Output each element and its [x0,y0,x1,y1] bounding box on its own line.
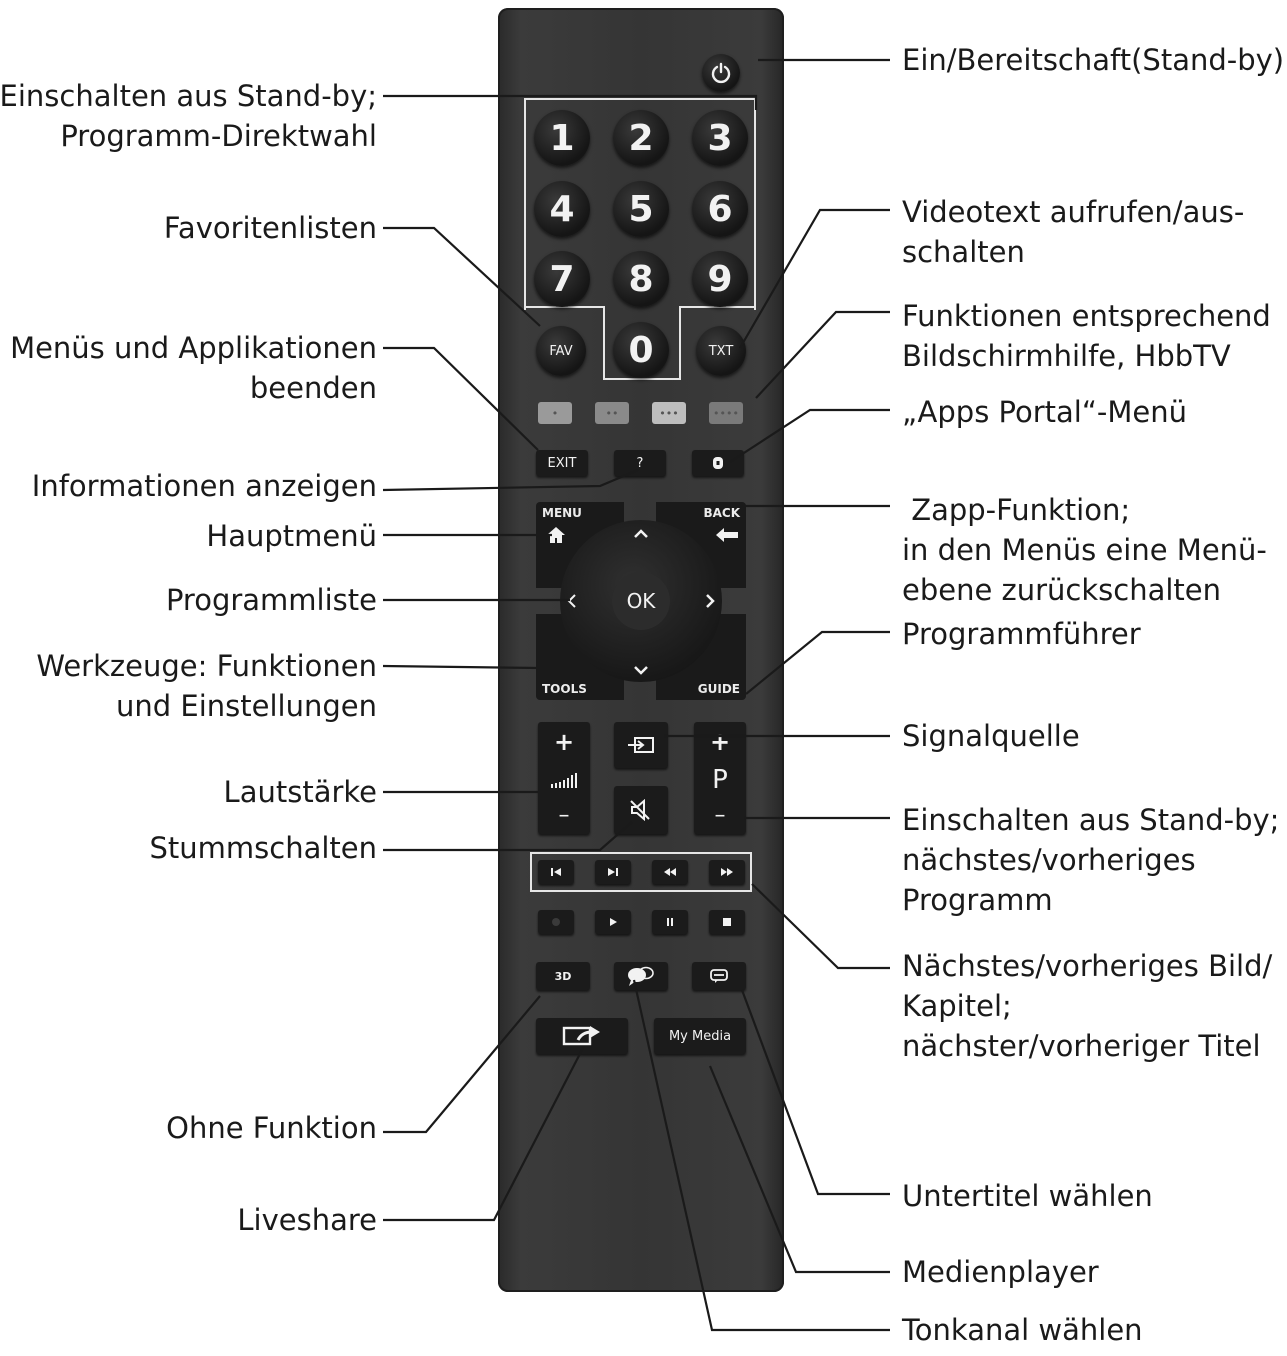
skip-previous-button[interactable] [538,860,574,884]
share-arrow-icon [562,1026,600,1046]
fast-forward-icon [721,868,733,876]
power-icon [711,62,731,84]
down-arrow-button[interactable] [628,658,654,682]
label-exit-menus: Menüs und Applikationen beenden [10,331,377,405]
label-program-list: Programmliste [165,583,377,617]
chevron-right-icon [706,594,715,608]
label-info: Informationen anzeigen [31,469,377,503]
mute-button[interactable] [614,786,668,834]
label-liveshare: Liveshare [237,1203,377,1237]
source-icon [628,737,654,753]
label-standby-direct: Einschalten aus Stand-by; Programm-Direk… [0,79,377,153]
left-arrow-button[interactable] [562,588,582,614]
ok-button[interactable]: OK [612,572,670,630]
skip-next-icon [608,868,618,876]
label-subtitle: Untertitel wählen [902,1179,1153,1213]
chevron-left-icon [567,594,576,608]
digit-1-button[interactable]: 1 [534,110,590,166]
label-audio-channel: Tonkanal wählen [902,1313,1143,1347]
rewind-icon [664,868,676,876]
fast-forward-button[interactable] [709,860,745,884]
digit-3-button[interactable]: 3 [692,110,748,166]
label-guide: Programmführer [902,617,1141,651]
digit-8-button[interactable]: 8 [613,251,669,307]
channel-rocker[interactable]: + P – [694,722,746,834]
digit-4-button[interactable]: 4 [534,181,590,237]
subtitle-button[interactable] [692,962,746,990]
stop-button[interactable] [709,910,745,934]
record-icon [552,918,560,926]
exit-button[interactable]: EXIT [536,450,588,476]
label-no-function: Ohne Funktion [166,1111,377,1145]
digit-7-button[interactable]: 7 [534,251,590,307]
channel-minus[interactable]: – [714,803,726,828]
color-button-green[interactable]: •• [595,402,629,424]
3d-button[interactable]: 3D [536,962,590,990]
label-media-player: Medienplayer [902,1255,1099,1289]
color-button-red[interactable]: • [538,402,572,424]
chevron-up-icon [634,529,648,538]
label-source: Signalquelle [902,719,1080,753]
label-chapter: Nächstes/vorheriges Bild/ Kapitel; nächs… [902,949,1273,1063]
txt-button[interactable]: TXT [696,326,746,376]
label-apps-portal: „Apps Portal“-Menü [902,395,1187,429]
label-mute: Stummschalten [149,831,377,865]
label-teletext: Videotext aufrufen/aus- schalten [902,195,1245,269]
volume-plus[interactable]: + [553,728,575,756]
skip-previous-icon [551,868,561,876]
label-volume: Lautstärke [223,775,377,809]
record-button[interactable] [538,910,574,934]
pause-icon [667,918,673,926]
right-arrow-button[interactable] [700,588,720,614]
audio-channel-button[interactable] [614,962,668,990]
apps-button[interactable] [692,450,744,476]
label-main-menu: Hauptmenü [206,519,377,553]
back-label: BACK [703,506,740,520]
subtitle-icon [710,969,728,983]
digit-9-button[interactable]: 9 [692,251,748,307]
pause-button[interactable] [652,910,688,934]
digit-6-button[interactable]: 6 [692,181,748,237]
info-button[interactable]: ? [614,450,666,476]
channel-p-label: P [712,764,728,795]
source-button[interactable] [614,722,668,768]
menu-label: MENU [542,506,582,520]
label-channel: Einschalten aus Stand-by; nächstes/vorhe… [902,803,1280,917]
label-tools: Werkzeuge: Funktionen und Einstellungen [36,649,377,723]
color-button-yellow[interactable]: ••• [652,402,686,424]
chevron-down-icon [634,666,648,675]
digit-2-button[interactable]: 2 [613,110,669,166]
digit-0-button[interactable]: 0 [613,322,669,378]
mute-icon [630,799,650,821]
play-button[interactable] [595,910,631,934]
apps-icon [713,457,723,469]
back-arrow-icon [716,528,738,542]
power-button[interactable] [702,54,740,92]
color-button-blue[interactable]: •••• [709,402,743,424]
volume-bars-icon [551,772,577,788]
liveshare-button[interactable] [536,1018,628,1054]
play-icon [610,918,617,926]
tools-label: TOOLS [542,682,587,696]
my-media-button[interactable]: My Media [654,1018,746,1054]
volume-rocker[interactable]: + – [538,722,590,834]
home-icon [547,527,565,543]
label-power: Ein/Bereitschaft(Stand-by). [902,43,1287,77]
skip-next-button[interactable] [595,860,631,884]
label-favorites: Favoritenlisten [163,211,377,245]
stop-icon [723,918,731,926]
fav-button[interactable]: FAV [536,326,586,376]
channel-plus[interactable]: + [709,728,731,756]
label-zapp: Zapp-Funktion; in den Menüs eine Menü- e… [902,493,1267,607]
digit-5-button[interactable]: 5 [613,181,669,237]
rewind-button[interactable] [652,860,688,884]
label-color-functions: Funktionen entsprechend Bildschirmhilfe,… [902,299,1271,373]
volume-minus[interactable]: – [558,803,570,828]
guide-label: GUIDE [697,682,740,696]
up-arrow-button[interactable] [628,522,654,546]
speech-bubble-icon [628,966,654,986]
